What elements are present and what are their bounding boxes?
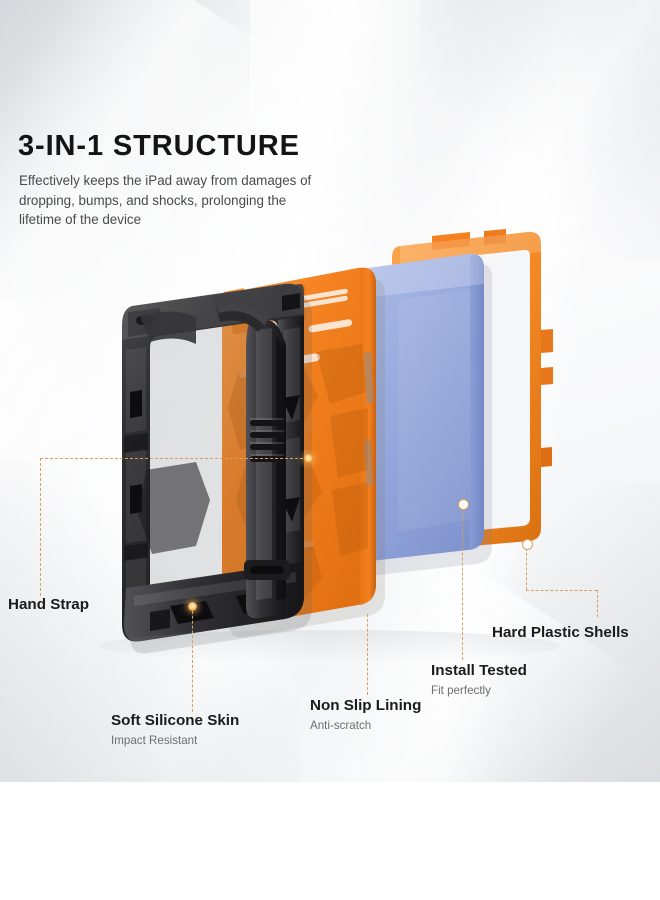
- callout-install-tested: Install Tested Fit perfectly: [431, 662, 527, 699]
- callout-hand-strap: Hand Strap: [8, 596, 89, 614]
- soft-silicone-skin: [122, 283, 312, 654]
- page-title: 3-IN-1 STRUCTURE: [18, 130, 300, 162]
- callout-subtitle: Anti-scratch: [310, 719, 372, 732]
- hand-strap-bar: [216, 303, 290, 619]
- page-subtitle: Effectively keeps the iPad away from dam…: [19, 173, 312, 228]
- callout-title: Non Slip Lining: [310, 697, 422, 714]
- silicone-grip-arm: [138, 311, 210, 554]
- callout-title: Install Tested: [431, 662, 527, 679]
- callout-title: Soft Silicone Skin: [111, 712, 240, 729]
- callout-title: Hand Strap: [8, 596, 90, 613]
- callout-subtitle: Fit perfectly: [431, 684, 491, 697]
- callout-subtitle: Impact Resistant: [111, 734, 198, 747]
- callout-title: Hard Plastic Shells: [492, 624, 629, 641]
- callout-hard-plastic-shells: Hard Plastic Shells: [492, 624, 629, 642]
- callout-soft-silicone-skin: Soft Silicone Skin Impact Resistant: [111, 712, 239, 749]
- product-exploded-view: [100, 229, 560, 662]
- callout-non-slip-lining: Non Slip Lining Anti-scratch: [310, 697, 421, 734]
